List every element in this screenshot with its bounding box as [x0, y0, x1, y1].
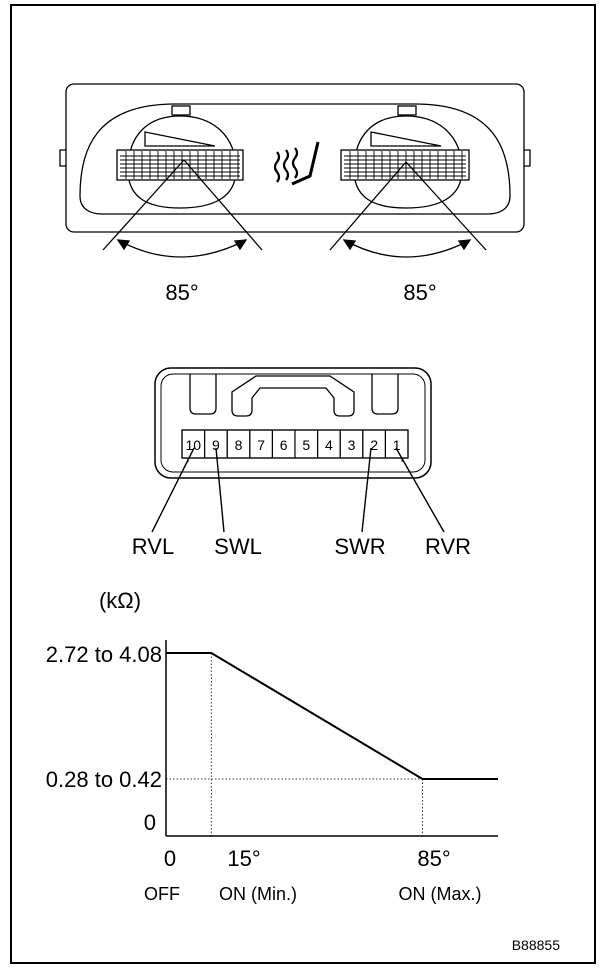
left-angle-label: 85° — [165, 280, 198, 305]
pin-number-3: 3 — [348, 437, 356, 453]
right-seat-heater-dial — [329, 105, 487, 258]
state-off-label: OFF — [144, 884, 180, 904]
pin-number-9: 9 — [212, 437, 220, 453]
swl-leader — [215, 447, 225, 533]
right-level-wedge — [370, 131, 442, 147]
panel-left-tab — [59, 149, 66, 167]
resistance-curve — [166, 652, 498, 780]
right-angle-label: 85° — [403, 280, 436, 305]
right-arrow-head-right — [457, 239, 472, 251]
state-min-label: ON (Min.) — [219, 884, 297, 904]
x-tick-15: 15° — [227, 846, 260, 871]
pin-cell-1 — [384, 429, 409, 459]
swl-label: SWL — [214, 534, 262, 559]
panel-housing — [65, 83, 525, 233]
connector-lock — [231, 375, 355, 417]
y-tick-high: 2.72 to 4.08 — [46, 642, 162, 667]
resistance-graph: (kΩ) 2.72 to 4.08 0.28 to 0.42 0 0 15° 8… — [46, 588, 498, 904]
right-indicator-lamp — [397, 105, 417, 116]
heater-control-panel — [59, 83, 531, 258]
seat-heater-icon — [273, 141, 320, 186]
connector-housing-inner — [160, 373, 426, 473]
state-max-label: ON (Max.) — [399, 884, 482, 904]
y-tick-zero: 0 — [144, 810, 156, 835]
left-indicator-lamp — [171, 105, 191, 116]
x-tick-85: 85° — [417, 846, 450, 871]
right-knob — [340, 149, 470, 181]
pin-number-6: 6 — [280, 437, 288, 453]
y-tick-low: 0.28 to 0.42 — [46, 767, 162, 792]
left-arrow-head-right — [233, 239, 248, 251]
x-tick-0: 0 — [164, 846, 176, 871]
swr-leader — [361, 447, 372, 533]
pin-number-8: 8 — [235, 437, 243, 453]
left-rotation-arc — [117, 239, 247, 258]
rvr-leader — [395, 447, 445, 533]
figure-frame — [10, 4, 596, 964]
left-latch-slot — [189, 374, 217, 415]
connector-leader-lines — [151, 447, 445, 533]
pin-number-5: 5 — [302, 437, 310, 453]
panel-right-tab — [524, 149, 531, 167]
right-rotation-arc — [343, 239, 471, 258]
left-seat-heater-dial — [102, 105, 263, 258]
left-level-wedge — [144, 131, 216, 147]
y-unit-label: (kΩ) — [99, 588, 141, 613]
rvr-label: RVR — [425, 534, 471, 559]
rvl-leader — [151, 447, 195, 533]
connector-housing — [154, 367, 432, 479]
rvl-label: RVL — [132, 534, 174, 559]
figure-code: B88855 — [512, 937, 560, 953]
connector — [154, 367, 432, 479]
pin-number-7: 7 — [257, 437, 265, 453]
swr-label: SWR — [334, 534, 385, 559]
left-arrow-head-left — [116, 239, 131, 251]
panel-bezel — [79, 103, 511, 215]
pin-number-1: 1 — [393, 437, 401, 453]
pin-number-2: 2 — [370, 437, 378, 453]
right-arrow-head-left — [342, 239, 357, 251]
right-latch-slot — [371, 374, 399, 415]
pin-number-10: 10 — [186, 437, 202, 453]
guide-lines — [166, 653, 498, 836]
pin-number-4: 4 — [325, 437, 333, 453]
